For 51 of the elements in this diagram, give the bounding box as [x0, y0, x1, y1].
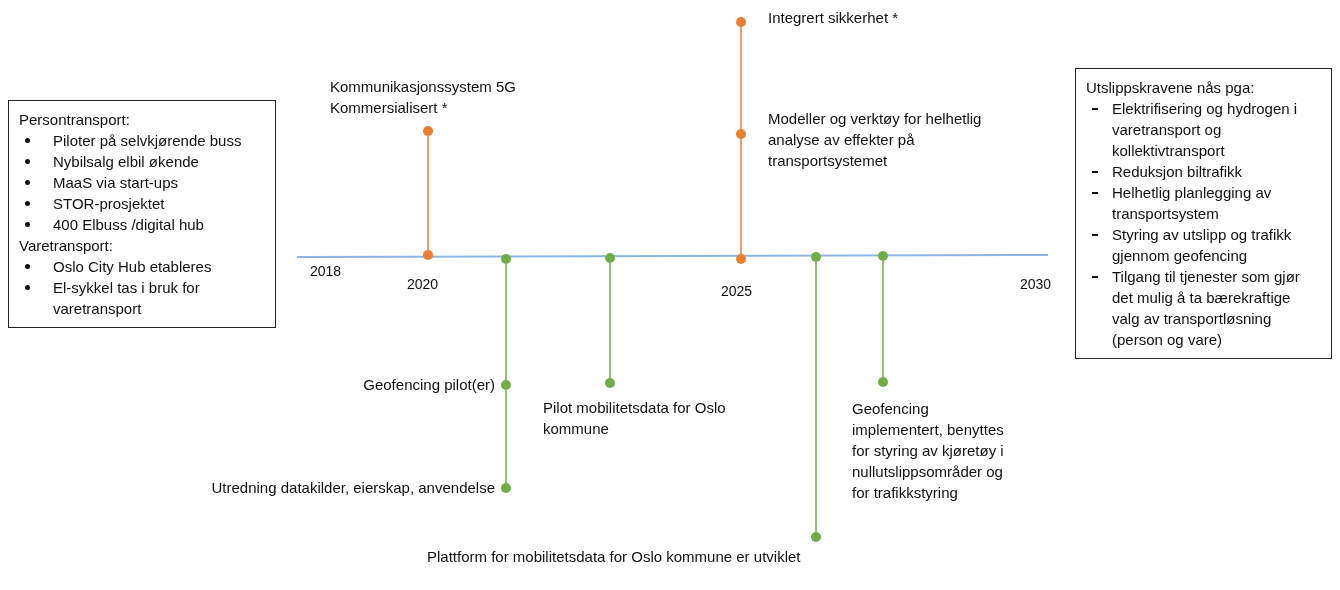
connector-line	[882, 260, 884, 378]
list-item: Nybilsalg elbil økende	[19, 151, 265, 172]
list-item: Tilgang til tjenester som gjør det mulig å ta bærekraftige valg av transportløsning (person og vare)	[1086, 266, 1321, 350]
milestone-dot	[423, 250, 433, 260]
text-box	[1075, 68, 1332, 359]
year-label: 2025	[721, 283, 753, 299]
list-item: 400 Elbuss /digital hub	[19, 214, 265, 235]
milestone-dot	[811, 252, 821, 262]
connector-line	[505, 389, 507, 484]
heading: Utslippskravene nås pga:	[1086, 78, 1256, 98]
milestone-text: Geofencing pilot(er)	[362, 375, 495, 395]
milestone-dot	[605, 378, 615, 388]
list-item: STOR-prosjektet	[19, 193, 265, 214]
milestone-text: Utredning datakilder, eierskap, anvendelse	[210, 478, 495, 498]
milestone-dot	[501, 380, 511, 390]
milestone-dot	[501, 254, 511, 264]
milestone-text: Modeller og verktøy for helhetlig analyse av effekter på transportsystemet	[768, 109, 983, 171]
milestone-text: Integrert sikkerhet *	[768, 8, 900, 28]
connector-line	[815, 261, 817, 533]
list-item: Piloter på selvkjørende buss	[19, 130, 265, 151]
connector-line	[427, 135, 429, 251]
text-box	[8, 100, 276, 328]
connector-line	[740, 26, 742, 130]
list-item: MaaS via start-ups	[19, 172, 265, 193]
milestone-dot	[423, 126, 433, 136]
list-item: Elektrifisering og hydrogen i varetransport og kollektivtransport	[1086, 98, 1321, 161]
milestone-dot	[811, 532, 821, 542]
milestone-text: Pilot mobilitetsdata for Oslo kommune	[543, 398, 727, 439]
list-item: Styring av utslipp og trafikk gjennom geofencing	[1086, 224, 1321, 266]
milestone-dot	[736, 129, 746, 139]
year-label: 2018	[310, 263, 342, 279]
milestone-text: Geofencing implementert, benyttes for styring av kjøretøy i nullutslippsområder og for trafikkstyring	[852, 399, 1005, 503]
milestone-dot	[605, 253, 615, 263]
milestone-dot	[736, 254, 746, 264]
milestone-dot	[501, 483, 511, 493]
list-item: El-sykkel tas i bruk for varetransport	[19, 277, 265, 319]
year-label: 2030	[1020, 276, 1052, 292]
milestone-dot	[736, 17, 746, 27]
milestone-dot	[878, 251, 888, 261]
list-item: Reduksjon biltrafikk	[1086, 161, 1321, 182]
list-item: Helhetlig planlegging av transportsystem	[1086, 182, 1321, 224]
year-label: 2020	[407, 276, 439, 292]
milestone-text: Kommunikasjonssystem 5G Kommersialisert *	[330, 77, 517, 118]
heading: Persontransport:	[19, 110, 131, 130]
connector-line	[740, 138, 742, 255]
milestone-text: Plattform for mobilitetsdata for Oslo kommune er utviklet	[427, 547, 802, 567]
connector-line	[609, 262, 611, 379]
connector-line	[505, 263, 507, 381]
milestone-dot	[878, 377, 888, 387]
heading: Varetransport:	[19, 236, 114, 256]
list-item: Oslo City Hub etableres	[19, 256, 265, 277]
